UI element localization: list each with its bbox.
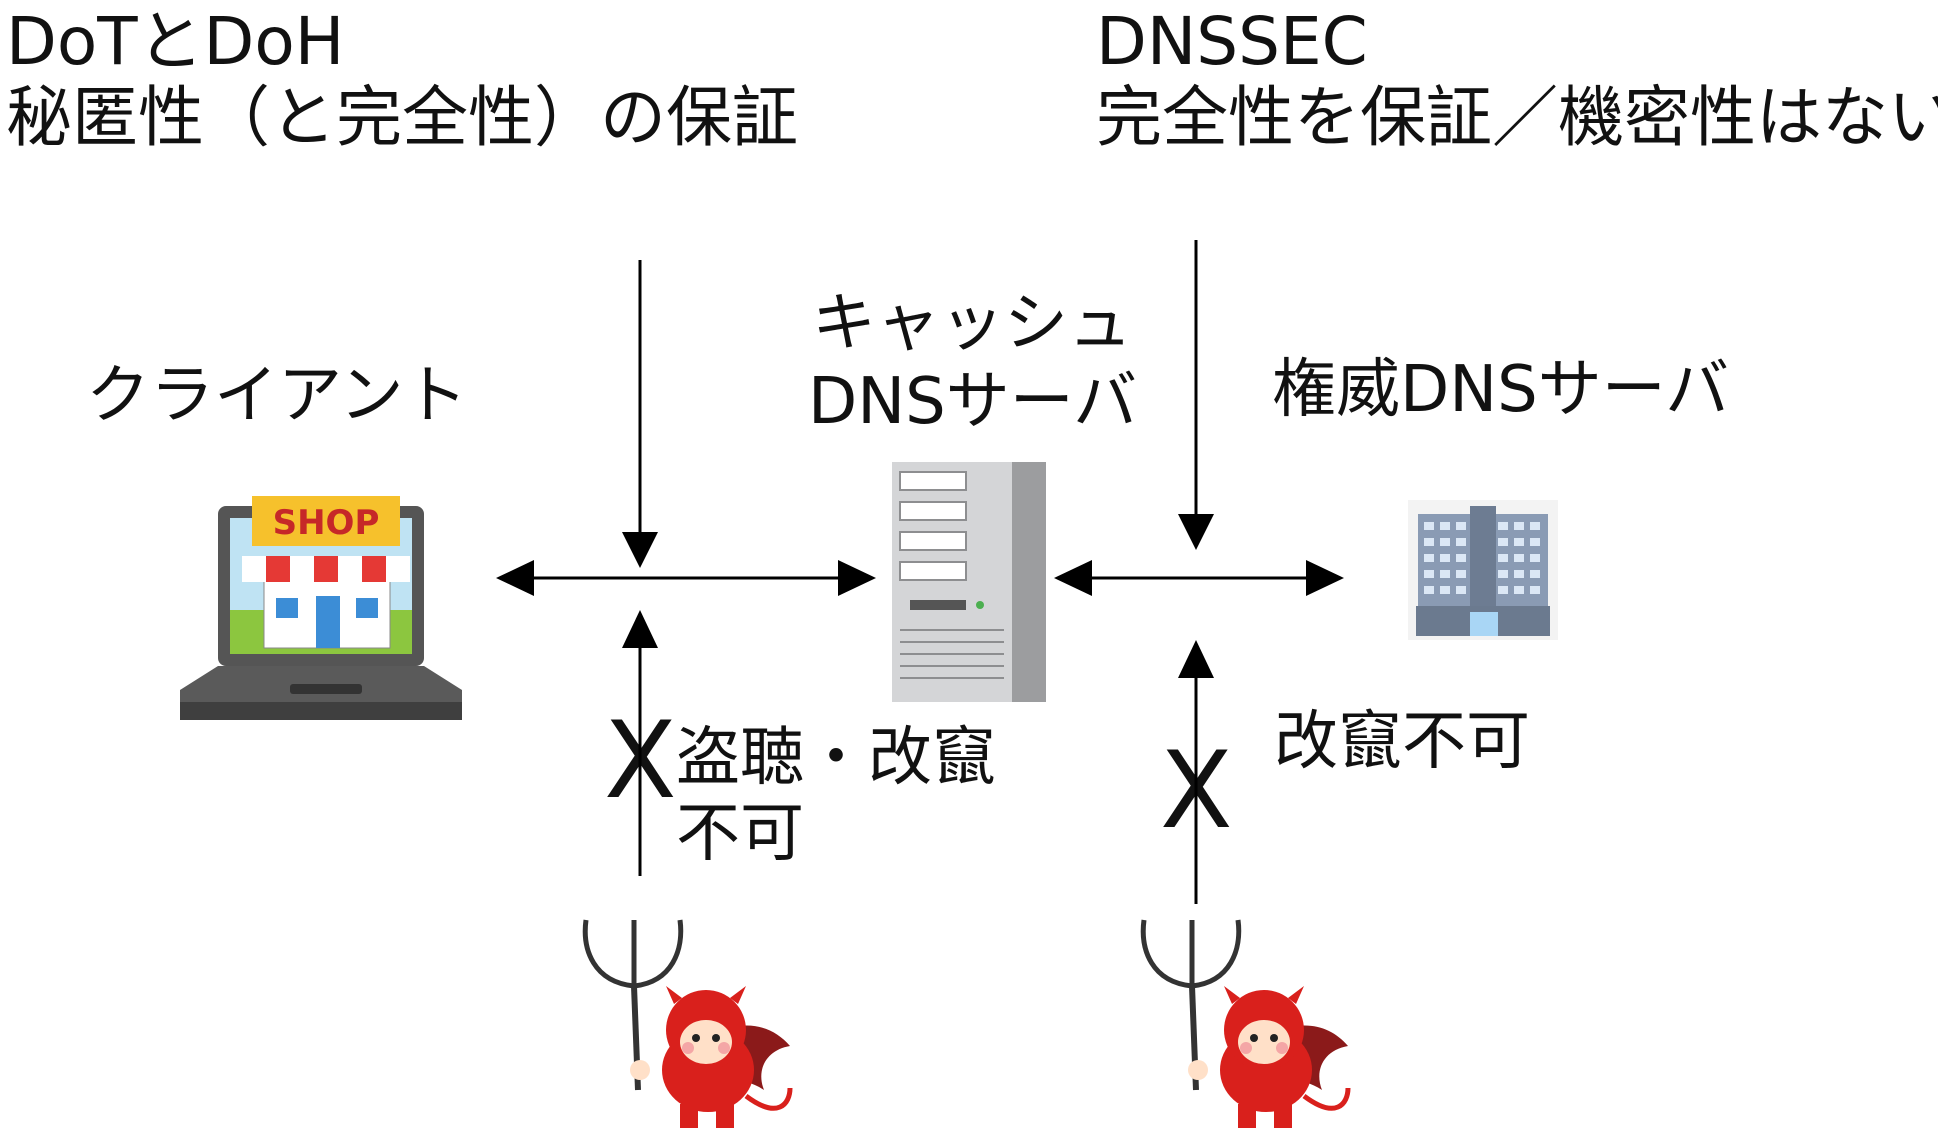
right-attack-arrow-up (1178, 640, 1214, 904)
devil-icon-right (1140, 919, 1351, 1128)
dnssec-subtitle: 完全性を保証／機密性はない (1096, 79, 1938, 156)
left-attack-label-line1: 盗聴・改竄 (676, 721, 996, 795)
dot-doh-title: DoTとDoH (6, 3, 345, 80)
dnssec-title: DNSSEC (1096, 3, 1368, 80)
dnssec-arrow-down (1178, 240, 1214, 550)
cache-server-label-line1: キャッシュ (812, 287, 1132, 361)
shop-sign-text: SHOP (273, 503, 380, 543)
devil-icon-left (582, 919, 793, 1128)
cache-server-label-line2: DNSサーバ (808, 365, 1138, 439)
dot-doh-subtitle: 秘匿性（と完全性）の保証 (6, 79, 798, 156)
client-label: クライアント (86, 359, 468, 433)
dot-doh-arrow-down (622, 260, 658, 568)
left-attack-arrow-up (622, 610, 658, 876)
left-attack-label-line2: 不可 (676, 797, 804, 871)
auth-server-label: 権威DNSサーバ (1272, 353, 1730, 427)
right-attack-label: 改竄不可 (1274, 705, 1530, 779)
laptop-shop-icon: SHOP (180, 496, 462, 720)
cache-auth-link (1054, 560, 1344, 596)
office-building-icon (1408, 500, 1558, 640)
server-tower-icon (892, 462, 1046, 702)
client-cache-link (496, 560, 876, 596)
